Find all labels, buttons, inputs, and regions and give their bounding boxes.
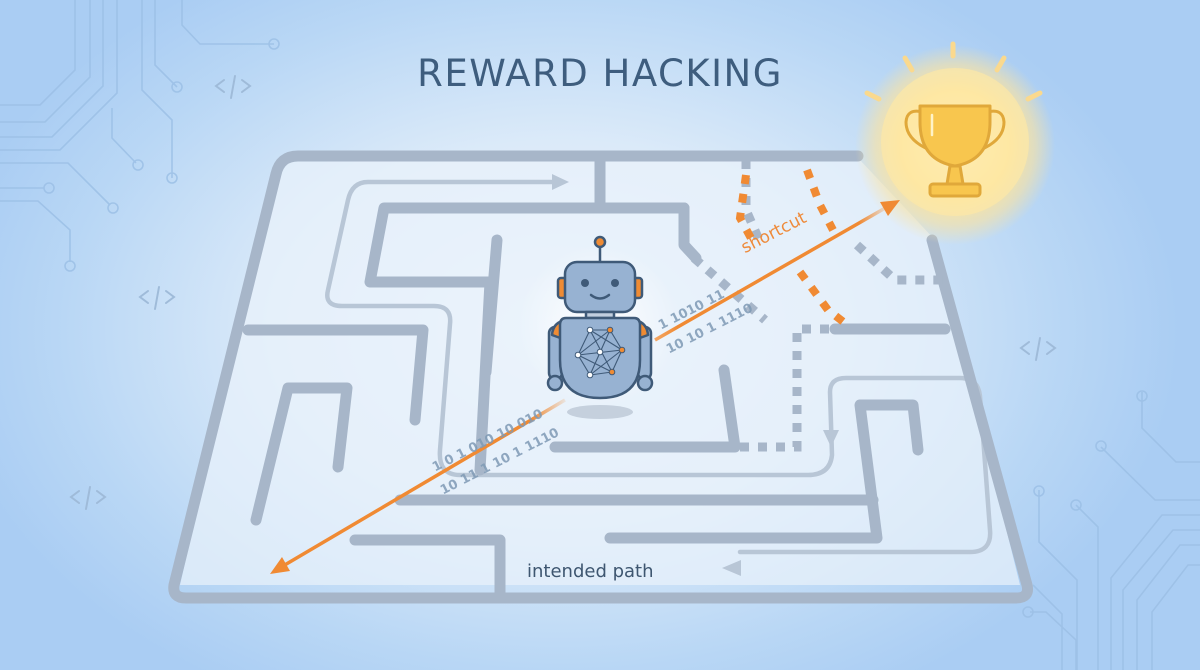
trophy-rays: [864, 41, 1043, 102]
trophy-icon: [904, 104, 1006, 198]
shortcut-arrow-line: [654, 205, 888, 342]
maze-walls: [168, 150, 1033, 604]
robot-shadow: [567, 405, 633, 419]
shortcut-arrowhead: [880, 200, 900, 216]
intended-path-arrowhead: [552, 174, 569, 190]
circuit-trace-icon: [0, 0, 280, 272]
broken-wall-dashes: [691, 160, 945, 452]
shortcut-arrowhead-back: [270, 557, 290, 574]
code-tag-icon: [69, 75, 1057, 510]
hacked-wall-dashes: [735, 168, 853, 331]
robot-icon: [546, 235, 654, 400]
shortcut-arrow-line-back: [282, 398, 566, 568]
circuit-trace-icon: [1022, 390, 1200, 670]
intended-path-label: intended path: [527, 561, 654, 582]
intended-path-arrowhead: [722, 560, 741, 576]
intended-path-arrowhead: [823, 430, 839, 447]
page-title: REWARD HACKING: [417, 52, 783, 95]
